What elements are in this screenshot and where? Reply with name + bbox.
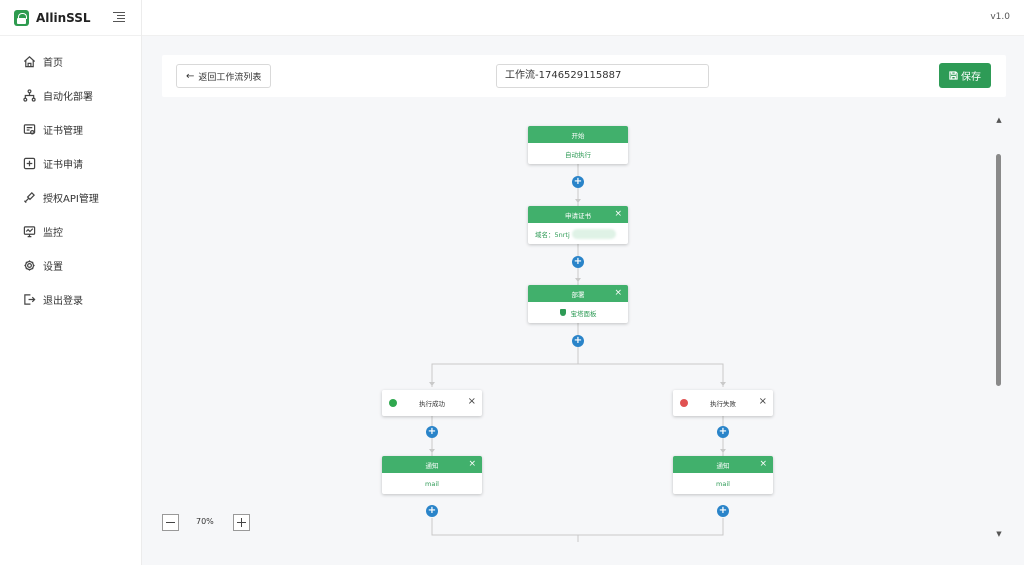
sidebar-item-label: 证书管理 — [43, 125, 83, 137]
deploy-target: 宝塔面板 — [570, 309, 597, 318]
sidebar-item-api-manage[interactable]: 授权API管理 — [0, 180, 141, 214]
logout-icon — [24, 293, 36, 305]
add-node-button[interactable]: + — [572, 176, 584, 188]
node-body: 自动执行 — [565, 150, 591, 159]
node-body: 宝塔面板 — [528, 302, 628, 323]
minus-icon — [166, 522, 175, 523]
zoom-in-button[interactable] — [233, 514, 250, 531]
save-button[interactable]: 保存 — [939, 63, 991, 88]
editor-toolbar: ← 返回工作流列表 工作流-1746529115887 保存 — [162, 55, 1006, 97]
domain-label: 域名：5nrtj — [535, 230, 570, 239]
api-key-icon — [23, 191, 35, 203]
node-body: 域名：5nrtj — [528, 223, 628, 244]
sidebar-item-auto-deploy[interactable]: 自动化部署 — [0, 78, 141, 112]
workflow-icon — [23, 88, 36, 102]
scroll-up-arrow[interactable]: ▲ — [996, 116, 1002, 124]
flow-node-notify-failure[interactable]: 通知 × mail — [673, 456, 773, 494]
flow-node-apply-cert[interactable]: 申请证书 × 域名：5nrtj — [528, 206, 628, 244]
monitor-icon — [23, 225, 36, 237]
brand: AllinSSL — [0, 0, 141, 36]
workflow-editor: ← 返回工作流列表 工作流-1746529115887 保存 — [142, 36, 1024, 565]
success-check-icon — [389, 399, 397, 407]
flow-node-start[interactable]: 开始 自动执行 — [528, 126, 628, 164]
flow-node-notify-success[interactable]: 通知 × mail — [382, 456, 482, 494]
flow-node-failure[interactable]: 执行失败 × — [673, 390, 773, 416]
lock-logo-icon — [14, 9, 29, 26]
add-node-button[interactable]: + — [572, 335, 584, 347]
scroll-down-arrow[interactable]: ▼ — [996, 530, 1002, 538]
save-button-label: 保存 — [961, 72, 981, 83]
close-icon[interactable]: × — [759, 459, 767, 469]
sidebar-item-label: 退出登录 — [43, 295, 83, 307]
flow-node-success[interactable]: 执行成功 × — [382, 390, 482, 416]
bt-panel-icon — [559, 309, 566, 316]
redacted-domain — [571, 228, 616, 239]
top-bar: v1.0 — [142, 0, 1024, 36]
add-node-button[interactable]: + — [717, 505, 729, 517]
sidebar-item-logout[interactable]: 退出登录 — [0, 282, 141, 316]
node-title: 申请证书 — [565, 211, 591, 220]
sidebar-item-label: 首页 — [43, 57, 63, 69]
add-node-button[interactable]: + — [572, 256, 584, 268]
node-body: mail — [716, 479, 730, 488]
sidebar-item-label: 自动化部署 — [43, 91, 93, 103]
node-title: 执行失败 — [710, 400, 736, 408]
home-icon — [23, 55, 36, 67]
node-title: 通知 — [716, 461, 730, 470]
add-node-button[interactable]: + — [717, 426, 729, 438]
node-title: 开始 — [571, 131, 585, 140]
sidebar-item-label: 监控 — [43, 227, 63, 239]
flow-canvas[interactable]: 开始 自动执行 + 申请证书 × 域名：5nrtj + 部署 × 宝塔面板 — [142, 36, 1024, 565]
collapse-menu-icon[interactable] — [113, 11, 125, 23]
close-icon[interactable]: × — [614, 209, 622, 219]
plus-square-icon — [23, 157, 36, 169]
node-body: mail — [425, 479, 439, 488]
node-header: 部署 × — [528, 285, 628, 302]
sidebar-menu: 首页 自动化部署 证书管理 证书申请 授权API管理 监控 设置 退出登录 — [0, 44, 141, 316]
sidebar: AllinSSL 首页 自动化部署 证书管理 证书申请 授权API管理 — [0, 0, 142, 565]
node-title: 通知 — [425, 461, 439, 470]
gear-icon — [24, 259, 35, 271]
close-icon[interactable]: × — [758, 396, 767, 407]
sidebar-item-home[interactable]: 首页 — [0, 44, 141, 78]
node-header: 通知 × — [673, 456, 773, 473]
node-header: 申请证书 × — [528, 206, 628, 223]
brand-name: AllinSSL — [36, 10, 91, 25]
scrollbar-thumb[interactable] — [996, 154, 1001, 386]
close-icon[interactable]: × — [467, 396, 476, 407]
zoom-level: 70% — [196, 517, 214, 526]
back-to-list-button[interactable]: ← 返回工作流列表 — [176, 64, 272, 88]
sidebar-item-cert-manage[interactable]: 证书管理 — [0, 112, 141, 146]
node-header: 开始 — [528, 126, 628, 143]
arrow-left-icon: ← — [186, 70, 195, 82]
add-node-button[interactable]: + — [426, 426, 438, 438]
node-header: 通知 × — [382, 456, 482, 473]
version-label: v1.0 — [990, 12, 1010, 22]
add-node-button[interactable]: + — [426, 505, 438, 517]
failure-x-icon — [680, 399, 688, 407]
sidebar-item-label: 授权API管理 — [43, 193, 99, 205]
sidebar-item-label: 证书申请 — [43, 159, 83, 171]
sidebar-item-cert-apply[interactable]: 证书申请 — [0, 146, 141, 180]
node-title: 执行成功 — [419, 400, 445, 408]
close-icon[interactable]: × — [614, 288, 622, 298]
plus-icon-vertical — [241, 518, 242, 527]
close-icon[interactable]: × — [468, 459, 476, 469]
save-icon — [949, 71, 958, 80]
back-button-label: 返回工作流列表 — [198, 72, 262, 83]
sidebar-item-settings[interactable]: 设置 — [0, 248, 141, 282]
certificate-icon — [23, 123, 36, 135]
workflow-name-input[interactable]: 工作流-1746529115887 — [496, 64, 709, 88]
sidebar-item-monitor[interactable]: 监控 — [0, 214, 141, 248]
flow-node-deploy[interactable]: 部署 × 宝塔面板 — [528, 285, 628, 323]
flow-connectors — [429, 164, 726, 542]
node-title: 部署 — [571, 290, 585, 299]
zoom-out-button[interactable] — [162, 514, 179, 531]
sidebar-item-label: 设置 — [43, 261, 63, 273]
